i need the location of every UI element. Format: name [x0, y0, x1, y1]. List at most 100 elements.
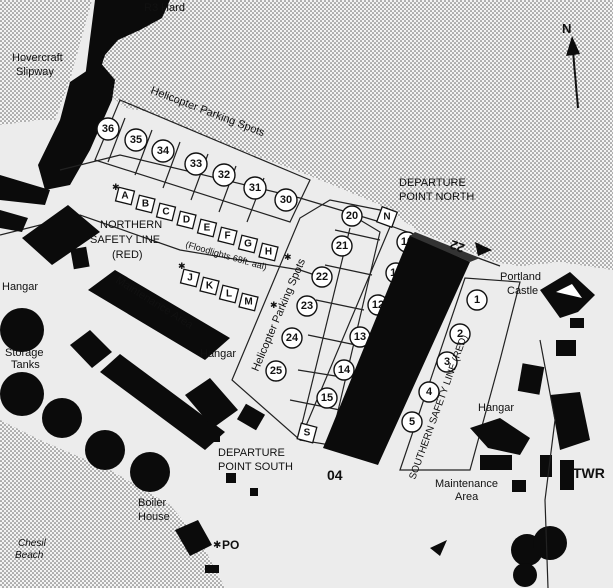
letter-spot-e-box — [196, 218, 218, 238]
building-small-w — [70, 246, 90, 270]
parking-spot-36-circle — [96, 117, 120, 141]
letter-spot-a-label: A — [121, 191, 128, 202]
parking-spot-21-circle — [331, 235, 353, 257]
letter-spot-h: H — [258, 242, 279, 262]
parking-spot-5-label: 5 — [409, 416, 415, 428]
chesil-water — [0, 420, 225, 588]
po-star-icon: ✱ — [213, 540, 221, 551]
parking-spot-3: 3 — [436, 351, 458, 373]
label-hangar-east: Hangar — [478, 402, 514, 414]
building-m2 — [100, 354, 225, 450]
parking-spot-4-circle — [418, 381, 440, 403]
letter-spot-d-label: D — [183, 215, 190, 226]
hovercraft-slipway — [38, 62, 115, 190]
parking-spot-20: 20 — [341, 205, 363, 227]
letter-spot-d: D — [176, 210, 197, 230]
parking-spot-4-label: 4 — [426, 386, 433, 398]
label-chesil-2: Beach — [15, 550, 44, 561]
label-twr: TWR — [573, 465, 605, 481]
parking-spot-30-circle — [274, 188, 298, 212]
parking-spot-31-circle — [243, 176, 267, 200]
parking-spot-22: 22 — [311, 266, 333, 288]
letter-spot-j: J — [179, 268, 201, 288]
letter-spot-h-box — [258, 242, 279, 262]
building-m1 — [70, 330, 112, 368]
label-maint-east-2: Area — [455, 491, 479, 503]
letter-spot-j-label: J — [187, 273, 193, 284]
parking-spot-35-circle — [124, 128, 148, 152]
building-nw-1 — [0, 175, 50, 205]
parking-spot-14-circle — [333, 359, 355, 381]
parking-spot-34: 34 — [151, 139, 175, 163]
label-hovercraft-2: Slipway — [16, 66, 54, 78]
letter-spot-f-label: F — [224, 231, 230, 242]
label-maint-east-1: Maintenance — [435, 478, 498, 490]
parking-spot-31-label: 31 — [249, 182, 261, 194]
label-north: N — [562, 21, 571, 36]
parking-spot-2-label: 2 — [457, 328, 463, 340]
parking-spot-14-label: 14 — [338, 364, 351, 376]
runway-04-22 — [323, 235, 470, 465]
parking-spot-15-label: 15 — [321, 392, 333, 404]
label-chesil-1: Chesil — [18, 538, 47, 549]
parking-spot-34-label: 34 — [157, 145, 170, 157]
parking-spot-23-label: 23 — [301, 300, 313, 312]
building-m3 — [236, 403, 266, 431]
letter-spot-b: B — [135, 194, 156, 214]
floodlight-icon: ✱ — [284, 252, 292, 262]
letter-spot-k: K — [199, 276, 220, 296]
parking-spot-5-circle — [401, 411, 423, 433]
parking-spot-4: 4 — [418, 381, 440, 403]
label-boiler-1: Boiler — [138, 497, 166, 509]
label-r3-hard: R3 Hard — [144, 2, 185, 14]
letter-spot-k-box — [199, 276, 220, 296]
parking-spot-2: 2 — [449, 323, 471, 345]
southern-safety-area — [399, 277, 521, 471]
sea-west — [0, 0, 92, 125]
letter-spot-m: M — [238, 292, 259, 312]
building-s1 — [226, 473, 236, 483]
parking-spot-25-circle — [265, 360, 287, 382]
building-m4 — [212, 434, 220, 442]
letter-spot-g: G — [237, 234, 259, 254]
letter-spot-e-label: E — [204, 223, 211, 234]
portland-castle — [540, 272, 595, 356]
north-arrow — [566, 36, 580, 109]
parking-spot-33-circle — [184, 152, 208, 176]
letter-spot-c-label: C — [162, 207, 169, 218]
label-portland-1: Portland — [500, 271, 541, 283]
r3-hard-jetty — [85, 0, 170, 78]
departure-point-north-box: N — [375, 205, 399, 229]
departure-point-south-letter: S — [304, 428, 311, 439]
letter-spot-m-box — [238, 292, 259, 312]
parking-spot-22-label: 22 — [316, 271, 328, 283]
sea-north — [95, 0, 613, 270]
parking-spot-15-circle — [316, 387, 338, 409]
parking-spot-36: 36 — [96, 117, 120, 141]
east-buildings — [430, 363, 590, 587]
label-runway-22: 22 — [448, 237, 467, 256]
parking-spot-23-circle — [296, 295, 318, 317]
parking-spot-1-label: 1 — [474, 294, 480, 306]
label-po: PO — [222, 538, 239, 552]
runway-threshold-22 — [410, 232, 480, 262]
parking-spot-35-label: 35 — [130, 134, 142, 146]
label-storage-1: Storage — [5, 347, 44, 359]
letter-spot-e: E — [196, 218, 218, 238]
label-boiler-2: House — [138, 511, 170, 523]
building-s2 — [250, 488, 258, 496]
runway-arrow-22 — [475, 242, 492, 256]
building-nw-2 — [0, 210, 28, 232]
parking-spot-5: 5 — [401, 411, 423, 433]
parking-spot-1-circle — [466, 289, 488, 311]
departure-point-north-letter: N — [383, 212, 390, 223]
building-s3 — [205, 565, 219, 573]
parking-spot-24: 24 — [281, 327, 303, 349]
parking-spot-13-label: 13 — [354, 331, 366, 343]
storage-tanks — [0, 308, 170, 492]
letter-spot-g-box — [237, 234, 259, 254]
